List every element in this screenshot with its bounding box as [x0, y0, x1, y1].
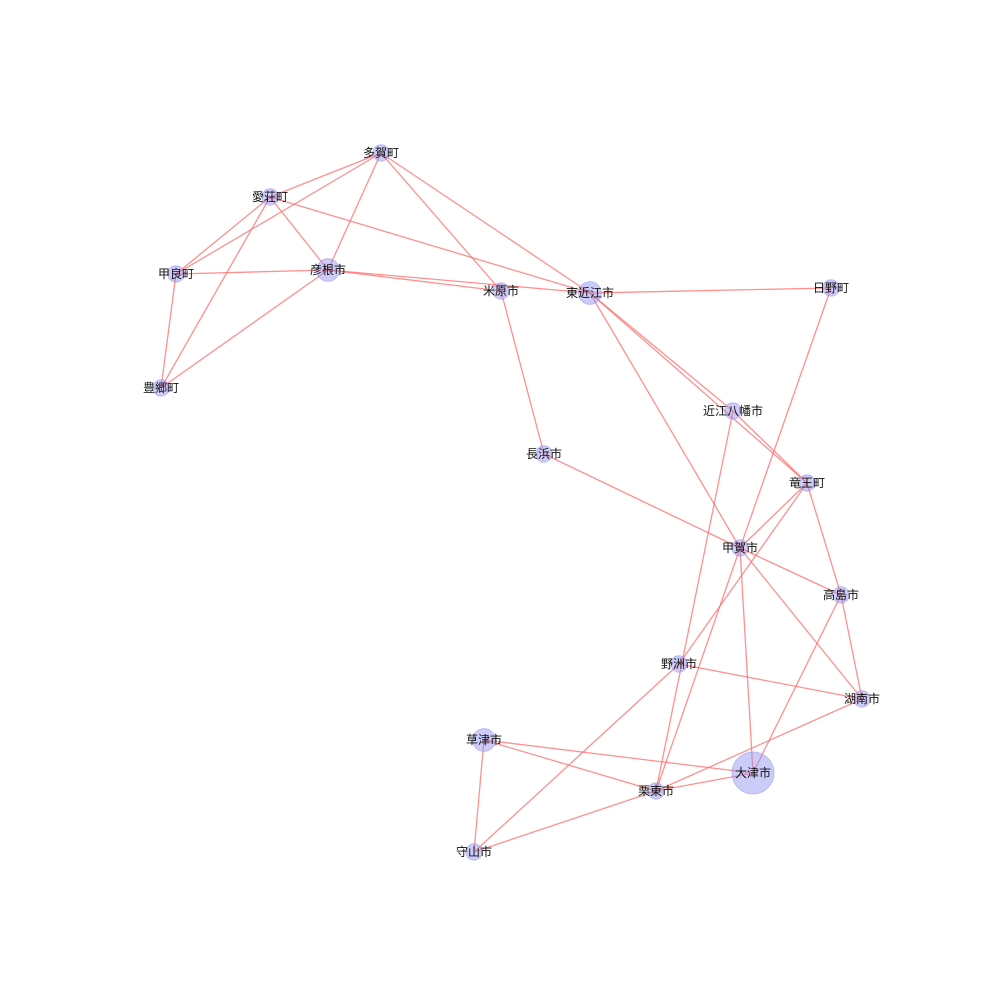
edge-konan-ritto: [655, 698, 863, 792]
edge-aisho-hikone: [269, 196, 329, 271]
edge-kusatsu-otsu: [483, 739, 754, 774]
node-label-ryuo: 竜王町: [789, 476, 825, 490]
node-toyosato[interactable]: [152, 379, 170, 397]
edge-koka-konan: [739, 547, 863, 700]
node-maibara[interactable]: [492, 282, 510, 300]
node-ritto[interactable]: [647, 782, 665, 800]
edge-otsu-ritto: [655, 772, 754, 792]
edge-ritto-moriyama: [473, 790, 657, 853]
edge-ryuo-koka: [739, 482, 808, 549]
node-taga[interactable]: [372, 144, 390, 162]
node-ryuo[interactable]: [798, 474, 816, 492]
node-label-taga: 多賀町: [363, 146, 399, 160]
node-label-hikone: 彦根市: [310, 262, 346, 277]
edge-aisho-toyosato: [160, 196, 271, 389]
node-label-aisho: 愛荘町: [252, 190, 288, 204]
edge-kora-toyosato: [160, 273, 177, 389]
edge-higashiomi-hino: [589, 287, 832, 294]
edge-taga-aisho: [269, 152, 382, 198]
node-label-ritto: 栗東市: [638, 783, 674, 798]
node-kora[interactable]: [167, 265, 185, 283]
node-label-yasu: 野洲市: [661, 656, 697, 671]
edge-koka-takashima: [739, 547, 842, 596]
node-label-takashima: 高島市: [823, 587, 859, 602]
node-omihachiman[interactable]: [724, 402, 742, 420]
node-label-omihachiman: 近江八幡市: [703, 403, 763, 418]
node-konan[interactable]: [853, 690, 871, 708]
edge-hino-koka: [739, 287, 832, 549]
edge-higashiomi-ryuo: [589, 292, 808, 484]
node-label-koka: 甲賀市: [722, 540, 758, 555]
edge-yasu-moriyama: [473, 663, 680, 853]
edge-omihachiman-ritto: [655, 410, 734, 792]
edge-taga-hikone: [327, 152, 382, 271]
edge-omihachiman-ryuo: [732, 410, 808, 484]
node-label-kusatsu: 草津市: [466, 732, 502, 747]
node-nagahama[interactable]: [535, 445, 553, 463]
edge-ryuo-yasu: [678, 482, 808, 665]
edge-ryuo-takashima: [806, 482, 842, 596]
node-aisho[interactable]: [261, 188, 279, 206]
edge-taga-higashiomi: [380, 152, 591, 294]
edge-higashiomi-koka: [589, 292, 741, 549]
edge-taga-kora: [175, 152, 382, 275]
node-takashima[interactable]: [832, 586, 850, 604]
nodes-layer: [152, 144, 871, 861]
node-yasu[interactable]: [670, 655, 688, 673]
node-label-hino: 日野町: [813, 281, 849, 295]
node-label-toyosato: 豊郷町: [143, 381, 179, 395]
node-hikone[interactable]: [316, 258, 340, 282]
node-label-higashiomi: 東近江市: [566, 285, 614, 300]
edge-takashima-otsu: [752, 594, 842, 774]
edge-takashima-konan: [840, 594, 863, 700]
edge-kusatsu-moriyama: [473, 739, 485, 853]
edge-koka-otsu: [739, 547, 754, 774]
node-label-nagahama: 長浜市: [526, 446, 562, 461]
edge-yasu-konan: [678, 663, 863, 700]
node-label-maibara: 米原市: [483, 283, 519, 298]
node-koka[interactable]: [731, 539, 749, 557]
edge-aisho-higashiomi: [269, 196, 591, 294]
edge-maibara-nagahama: [500, 290, 545, 455]
node-otsu[interactable]: [731, 751, 775, 795]
edge-kora-hikone: [175, 269, 329, 275]
edge-higashiomi-omihachiman: [589, 292, 734, 412]
node-label-kora: 甲良町: [158, 266, 194, 281]
edge-hikone-higashiomi: [327, 269, 591, 294]
node-higashiomi[interactable]: [578, 281, 602, 305]
edge-kusatsu-ritto: [483, 739, 657, 792]
node-moriyama[interactable]: [465, 843, 483, 861]
node-label-konan: 湖南市: [844, 691, 880, 706]
node-label-moriyama: 守山市: [456, 844, 492, 859]
node-kusatsu[interactable]: [472, 728, 496, 752]
node-label-otsu: 大津市: [735, 765, 771, 780]
edge-koka-ritto: [655, 547, 741, 792]
edge-aisho-kora: [175, 196, 271, 275]
edge-hikone-toyosato: [160, 269, 329, 389]
edge-nagahama-koka: [543, 453, 741, 549]
edge-taga-maibara: [380, 152, 502, 292]
edge-hikone-maibara: [327, 269, 502, 292]
edges-layer: [160, 152, 863, 853]
node-hino[interactable]: [822, 279, 840, 297]
